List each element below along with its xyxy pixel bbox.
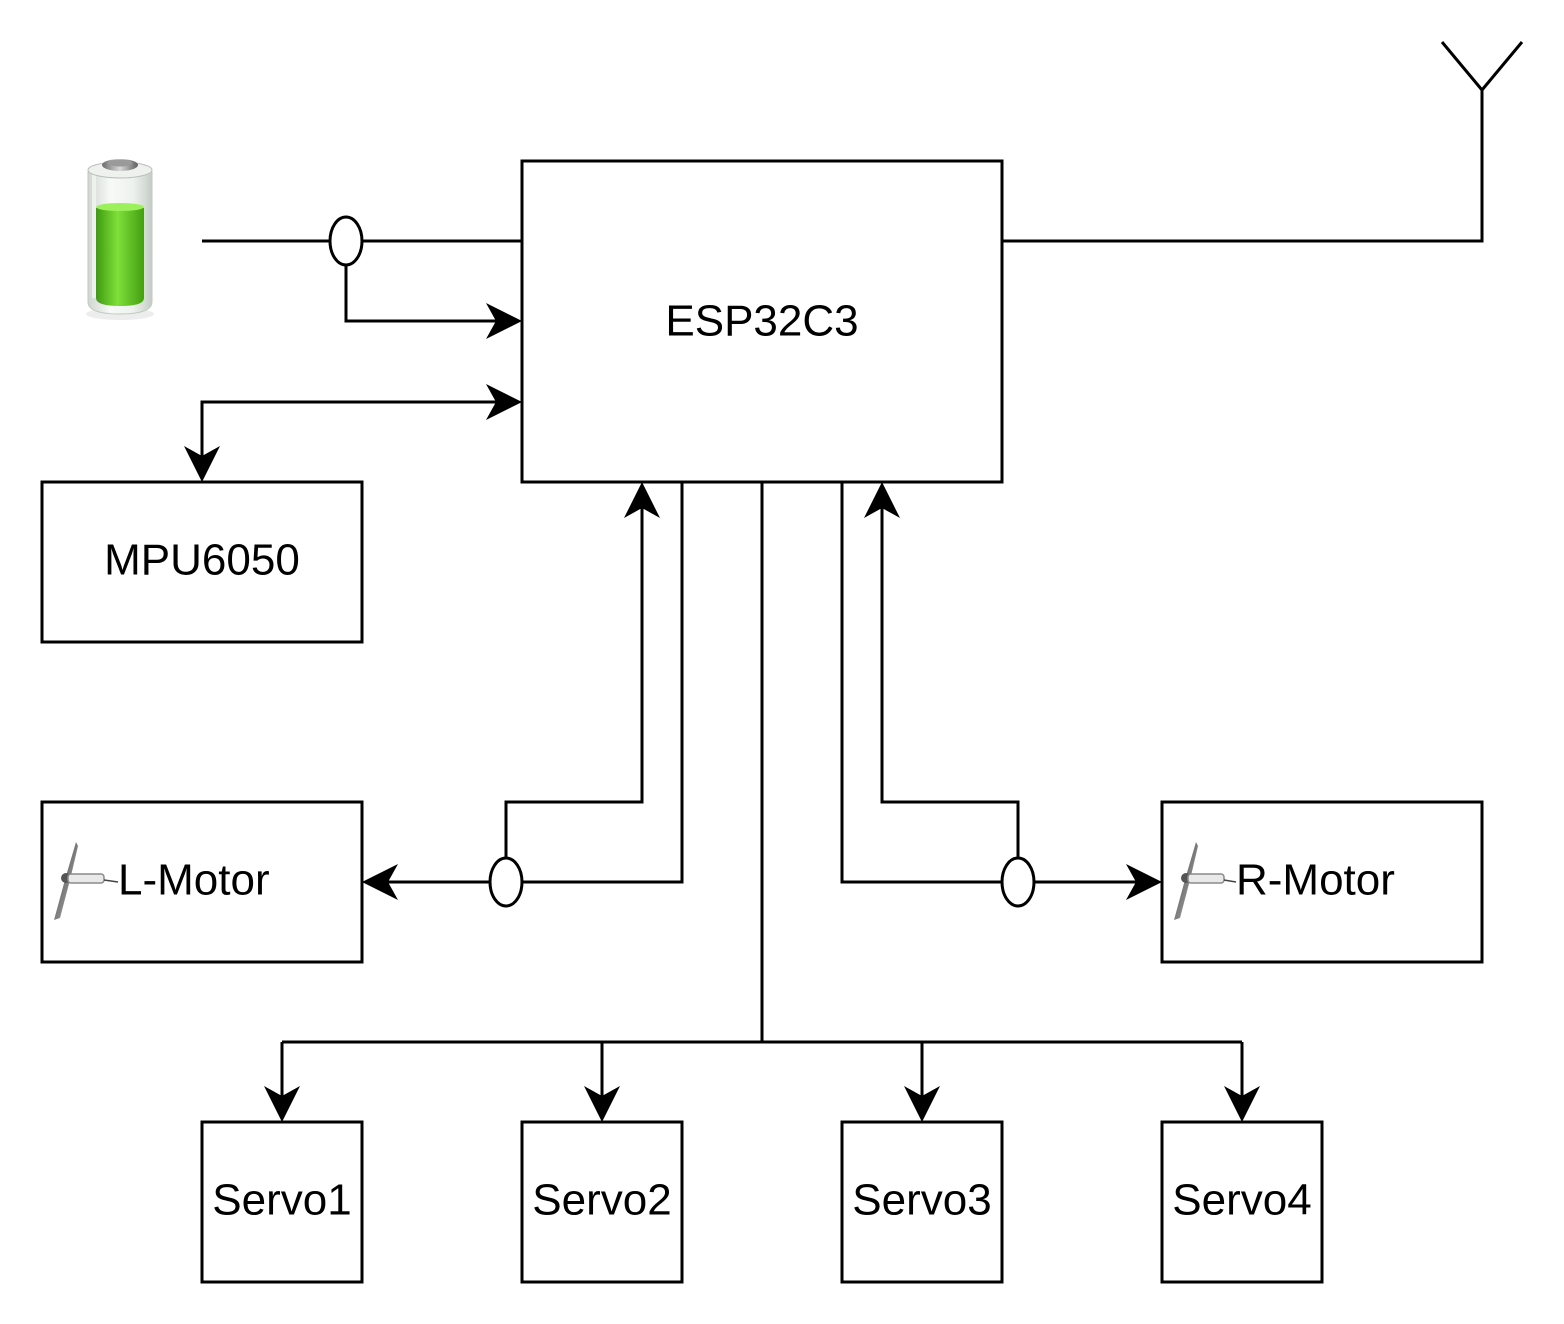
left-motor-feedback-wire — [504, 505, 644, 866]
wires — [200, 90, 1484, 1100]
battery-junction — [328, 215, 364, 267]
arrow-to-servo2 — [584, 1086, 620, 1122]
arrow-to-right-motor — [1126, 864, 1162, 900]
right-motor-junction — [1000, 856, 1036, 908]
arrow-to-mcu-i2c — [486, 384, 522, 420]
mcu-label: ESP32C3 — [665, 297, 858, 346]
propeller-motor-icon — [1174, 842, 1237, 920]
right-motor-label: R-Motor — [1236, 856, 1395, 905]
arrow-to-mcu-power — [486, 303, 522, 339]
arrow-to-servo3 — [904, 1086, 940, 1122]
arrow-to-mcu-left-feedback — [624, 482, 660, 518]
mcu-block: ESP32C3 — [520, 159, 1004, 484]
arrow-to-servo4 — [1224, 1086, 1260, 1122]
antenna-icon — [1440, 41, 1524, 93]
left-motor-drive-wire — [385, 482, 684, 884]
arrow-to-left-motor — [362, 864, 398, 900]
servo4-block: Servo4 — [1160, 1120, 1324, 1284]
left-motor-block: L-Motor — [40, 800, 364, 964]
servo4-label: Servo4 — [1172, 1176, 1311, 1225]
servo1-block: Servo1 — [200, 1120, 364, 1284]
arrow-to-servo1 — [264, 1086, 300, 1122]
right-motor-feedback-wire — [880, 505, 1020, 866]
battery-sense-wire — [344, 257, 500, 323]
junctions — [328, 215, 1036, 908]
servo3-block: Servo3 — [840, 1120, 1004, 1284]
arrow-to-mcu-right-feedback — [864, 482, 900, 518]
imu-block: MPU6050 — [40, 480, 364, 644]
arrowheads — [184, 303, 1260, 1122]
left-motor-junction — [488, 856, 524, 908]
servo2-block: Servo2 — [520, 1120, 684, 1284]
battery-icon — [86, 159, 154, 320]
i2c-bus-wire — [200, 400, 500, 460]
antenna-wire — [1002, 90, 1484, 243]
arrow-to-mpu6050 — [184, 446, 220, 482]
left-motor-label: L-Motor — [118, 856, 270, 905]
right-motor-block: R-Motor — [1160, 800, 1484, 964]
servo2-label: Servo2 — [532, 1176, 671, 1225]
imu-label: MPU6050 — [104, 536, 300, 585]
servo1-label: Servo1 — [212, 1176, 351, 1225]
right-motor-drive-wire — [840, 482, 1140, 884]
propeller-motor-icon — [54, 842, 119, 920]
servo3-label: Servo3 — [852, 1176, 991, 1225]
